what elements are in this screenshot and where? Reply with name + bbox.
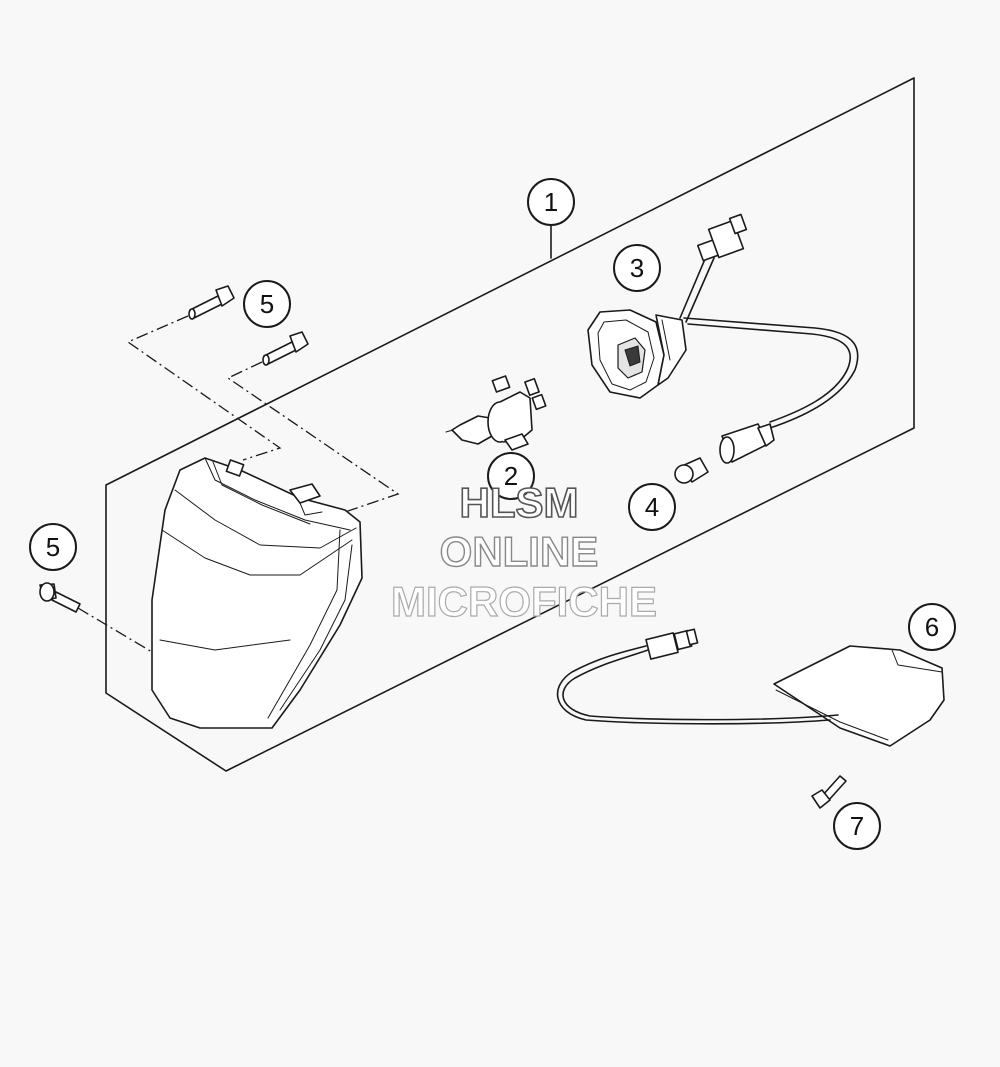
watermark: HLSM ONLINE MICROFICHE bbox=[390, 478, 657, 625]
watermark-line-2: ONLINE bbox=[440, 528, 599, 575]
callout-2: 2 bbox=[487, 452, 535, 500]
dash-path-screw-middle bbox=[226, 361, 400, 513]
screw-lower bbox=[39, 582, 81, 613]
callout-label-1: 1 bbox=[544, 187, 558, 217]
watermark-line-3: MICROFICHE bbox=[391, 578, 657, 625]
dash-path-screw-upper bbox=[126, 315, 282, 461]
callout-4: 4 bbox=[628, 483, 676, 531]
callout-label-3: 3 bbox=[630, 253, 644, 283]
callout-3: 3 bbox=[613, 244, 661, 292]
headlight-bulb bbox=[445, 375, 547, 451]
screw-middle bbox=[262, 331, 309, 366]
assembly-frame bbox=[105, 77, 915, 772]
callout-label-4: 4 bbox=[645, 492, 659, 522]
callout-7: 7 bbox=[833, 802, 881, 850]
callout-5-lower: 5 bbox=[29, 523, 77, 571]
callout-1: 1 bbox=[527, 178, 575, 226]
screw-upper bbox=[188, 285, 235, 320]
callout-label-5-lower: 5 bbox=[46, 532, 60, 562]
callout-6: 6 bbox=[908, 603, 956, 651]
screw-small bbox=[811, 775, 847, 809]
callout-label-6: 6 bbox=[925, 612, 939, 642]
watermark-line-1: HLSM bbox=[460, 479, 579, 526]
callout-5-upper: 5 bbox=[243, 280, 291, 328]
cover-with-cable bbox=[556, 628, 945, 747]
callout-label-2: 2 bbox=[504, 461, 518, 491]
callout-label-7: 7 bbox=[850, 811, 864, 841]
bulb-socket-harness bbox=[587, 213, 859, 429]
callout-label-5-upper: 5 bbox=[260, 289, 274, 319]
position-lamp bbox=[674, 423, 775, 484]
headlight-housing bbox=[151, 457, 363, 729]
dash-path-screw-lower bbox=[77, 607, 153, 653]
